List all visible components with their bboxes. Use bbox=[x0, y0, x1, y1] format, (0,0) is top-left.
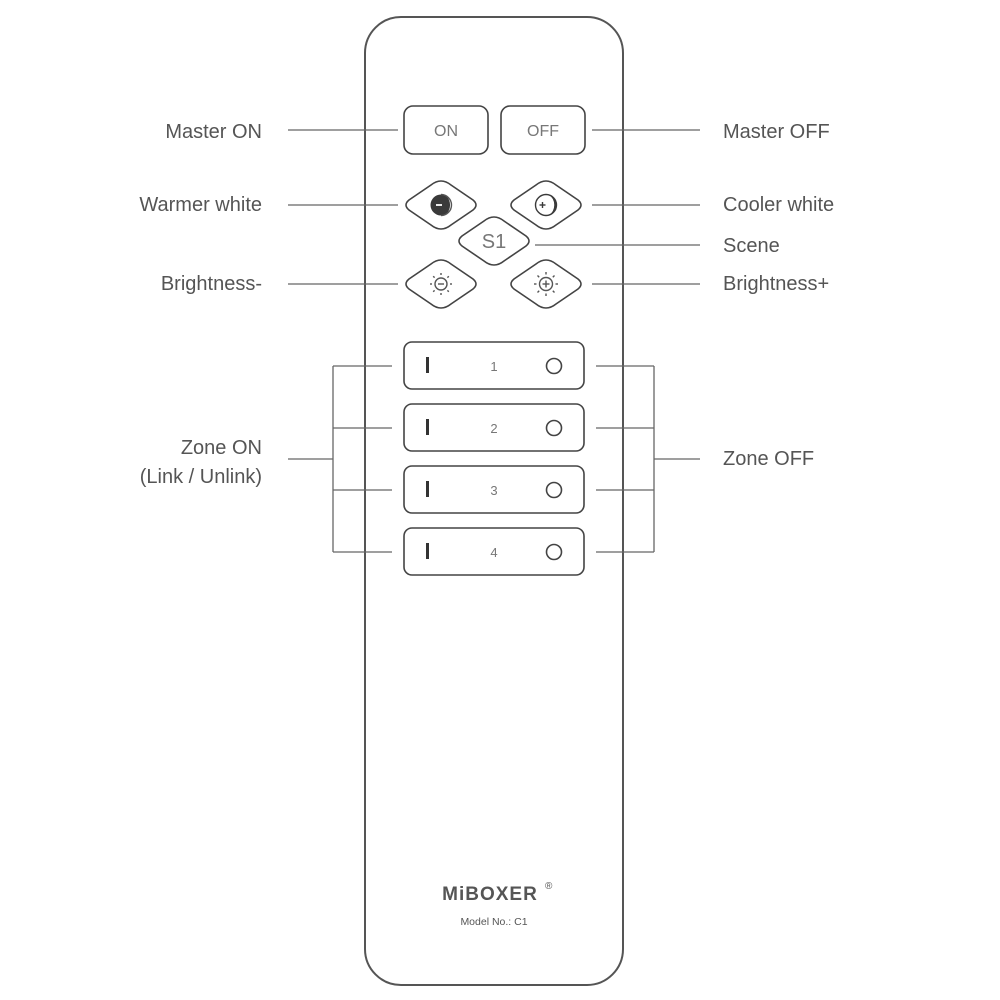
brightness-minus-button[interactable] bbox=[405, 259, 477, 309]
leader-lines bbox=[288, 129, 700, 553]
brand-logo: MiBOXER ® bbox=[442, 881, 553, 905]
scene-button-label: S1 bbox=[482, 231, 506, 253]
label-zone-on: Zone ON bbox=[181, 437, 262, 459]
zone-3-button[interactable]: 3 bbox=[403, 465, 585, 514]
half-moon-plus-icon bbox=[534, 193, 558, 217]
label-cooler-white: Cooler white bbox=[723, 194, 834, 216]
label-zone-on-sub: (Link / Unlink) bbox=[140, 466, 262, 488]
circle-icon bbox=[545, 543, 563, 561]
label-scene: Scene bbox=[723, 235, 780, 257]
zone-number: 1 bbox=[490, 359, 497, 374]
cooler-white-button[interactable] bbox=[510, 180, 582, 230]
label-master-on: Master ON bbox=[165, 121, 262, 143]
bar-icon bbox=[426, 481, 429, 497]
master-on-button[interactable]: ON bbox=[403, 105, 489, 155]
zone-4-button[interactable]: 4 bbox=[403, 527, 585, 576]
sun-plus-icon bbox=[534, 272, 558, 296]
brand-name: MiBOXER bbox=[442, 884, 538, 905]
circle-icon bbox=[545, 419, 563, 437]
zone-2-button[interactable]: 2 bbox=[403, 403, 585, 452]
label-zone-off: Zone OFF bbox=[723, 448, 814, 470]
warmer-white-button[interactable] bbox=[405, 180, 477, 230]
label-master-off: Master OFF bbox=[723, 121, 830, 143]
zone-number: 3 bbox=[490, 483, 497, 498]
model-number: Model No.: C1 bbox=[460, 916, 527, 928]
sun-minus-icon bbox=[430, 273, 452, 295]
label-warmer-white: Warmer white bbox=[139, 194, 262, 216]
bar-icon bbox=[426, 357, 429, 373]
zone-number: 2 bbox=[490, 421, 497, 436]
bar-icon bbox=[426, 419, 429, 435]
zone-1-button[interactable]: 1 bbox=[403, 341, 585, 390]
scene-button[interactable]: S1 bbox=[458, 216, 530, 266]
master-off-button[interactable]: OFF bbox=[500, 105, 586, 155]
zone-number: 4 bbox=[490, 545, 497, 560]
registered-mark: ® bbox=[545, 881, 553, 892]
bar-icon bbox=[426, 543, 429, 559]
label-brightness-minus: Brightness- bbox=[161, 273, 262, 295]
master-on-button-label: ON bbox=[434, 123, 458, 140]
label-brightness-plus: Brightness+ bbox=[723, 273, 829, 295]
master-off-button-label: OFF bbox=[527, 123, 559, 140]
circle-icon bbox=[545, 357, 563, 375]
half-moon-minus-icon bbox=[430, 193, 454, 217]
circle-icon bbox=[545, 481, 563, 499]
brightness-plus-button[interactable] bbox=[510, 259, 582, 309]
